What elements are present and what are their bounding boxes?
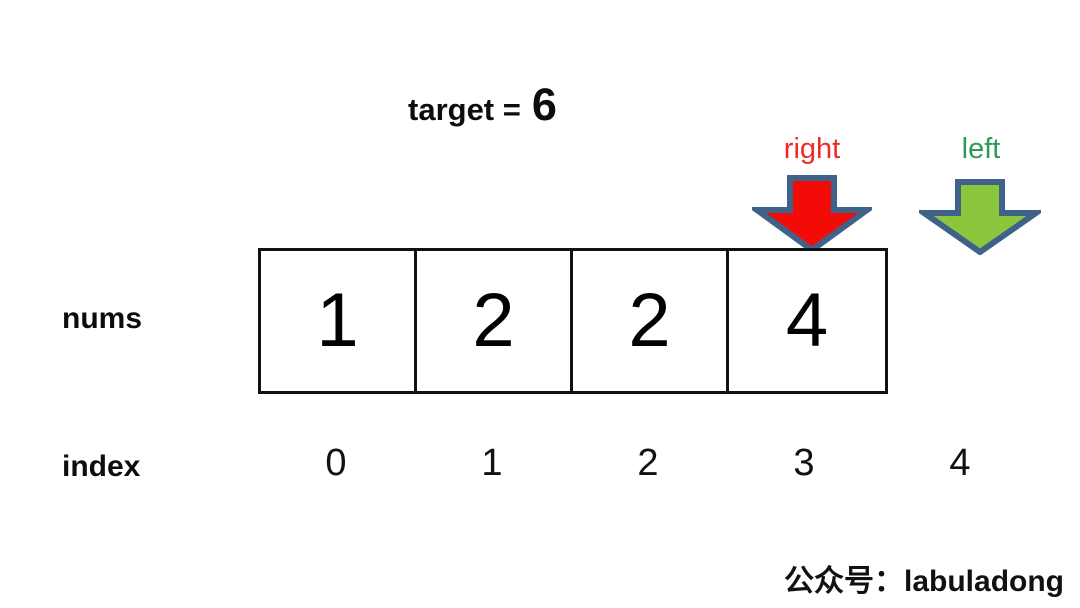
row-label-nums: nums [62,302,143,335]
down-arrow-icon-left [914,179,1046,256]
index-value: 2 [637,442,659,484]
nums-array: 1 2 2 4 [258,248,888,394]
target-expression: target = 6 [408,82,557,128]
target-value: 6 [531,79,557,130]
index-value: 3 [793,442,815,484]
footer-credit: 公众号：labuladong [784,565,1064,598]
pointer-label-left: left [961,133,1001,165]
array-cell: 4 [785,278,829,363]
array-cell: 2 [417,251,573,391]
index-row: 0 1 2 3 4 [258,440,1038,488]
array-cell: 2 [573,251,729,391]
down-arrow-icon-right [747,175,877,254]
target-label: target = [408,92,521,127]
array-cell: 1 [261,251,417,391]
pointer-label-right: right [783,133,841,165]
index-value: 4 [949,442,971,484]
row-label-index: index [62,450,141,483]
index-value: 1 [481,442,503,484]
index-value: 0 [325,442,347,484]
